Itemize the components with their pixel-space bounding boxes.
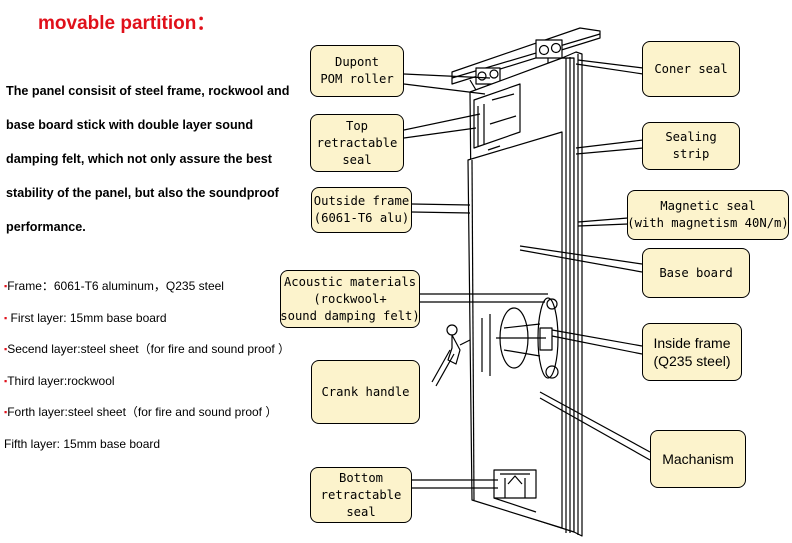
- bullet-icon: ▪: [4, 375, 8, 386]
- layer-text: Forth layer:steel sheet（for fire and sou…: [7, 405, 278, 420]
- layer-list: ▪Frame：6061-T6 aluminum，Q235 steel ▪ Fir…: [4, 271, 334, 461]
- callout-top-seal: Top retractable seal: [310, 114, 404, 172]
- callout-magnetic-seal: Magnetic seal (with magnetism 40N/m): [627, 190, 789, 240]
- callout-line: Base board: [659, 265, 733, 280]
- crank-handle-icon: [446, 324, 471, 365]
- callout-crank-handle: Crank handle: [311, 360, 420, 424]
- callout-line: retractable: [316, 135, 398, 150]
- layer-item: ▪ First layer: 15mm base board: [4, 303, 334, 335]
- page-title: movable partition：: [38, 13, 216, 34]
- layer-text: Fifth layer: 15mm base board: [4, 436, 161, 451]
- callout-inside-frame: Inside frame (Q235 steel): [642, 323, 742, 381]
- callout-line: sound damping felt): [280, 308, 420, 323]
- leader-lines: [403, 59, 651, 489]
- panel-description: The panel consisit of steel frame, rockw…: [6, 74, 306, 244]
- callout-line: Coner seal: [654, 61, 728, 76]
- bottom-seal-assembly: [493, 469, 537, 513]
- description-line: stability of the panel, but also the sou…: [6, 186, 279, 200]
- callout-base-board: Base board: [642, 248, 750, 298]
- bullet-icon: ▪: [4, 344, 8, 355]
- description-line: base board stick with double layer sound: [6, 118, 254, 132]
- callout-mechanism: Machanism: [650, 430, 746, 488]
- bullet-icon: ▪: [4, 312, 8, 323]
- callout-acoustic-materials: Acoustic materials (rockwool+ sound dampin…: [280, 270, 420, 328]
- layer-item: ▪Secend layer:steel sheet（for fire and s…: [4, 334, 334, 366]
- layer-text: Secend layer:steel sheet（for fire and so…: [7, 342, 291, 357]
- layer-text: First layer: 15mm base board: [7, 310, 167, 325]
- callout-corner-seal: Coner seal: [642, 41, 740, 97]
- callout-line: Machanism: [662, 451, 734, 467]
- roller-carriage-left: [475, 67, 501, 96]
- callout-line: strip: [672, 147, 710, 161]
- mechanism-cutaway: [481, 297, 559, 379]
- callout-line: Bottom: [338, 470, 384, 485]
- callout-line: (Q235 steel): [653, 353, 731, 369]
- bullet-icon: ▪: [4, 407, 8, 418]
- callout-line: Sealing: [665, 130, 717, 144]
- callout-line: Top: [345, 118, 368, 133]
- callout-line: Dupont: [334, 55, 380, 69]
- description-line: The panel consisit of steel frame, rockw…: [6, 84, 290, 98]
- layer-item: ▪Third layer:rockwool: [4, 366, 334, 398]
- description-line: damping felt, which not only assure the …: [6, 152, 272, 166]
- layer-text: Third layer:rockwool: [7, 373, 115, 388]
- top-seal-assembly: [473, 83, 521, 151]
- description-line: performance.: [6, 220, 86, 234]
- callout-sealing-strip: Sealing strip: [642, 122, 740, 170]
- callout-line: Outside frame: [313, 194, 410, 208]
- callout-line: Acoustic materials: [283, 274, 417, 289]
- callout-bottom-seal: Bottom retractable seal: [310, 467, 412, 523]
- callout-line: seal: [346, 504, 376, 519]
- callout-line: (6061-T6 alu): [313, 211, 410, 225]
- layer-text: Frame：6061-T6 aluminum，Q235 steel: [7, 279, 224, 293]
- layer-item: Fifth layer: 15mm base board: [4, 429, 334, 461]
- callout-line: Magnetic seal: [660, 199, 756, 213]
- callout-line: seal: [342, 152, 372, 167]
- roller-carriage-right: [535, 39, 563, 66]
- callout-line: Inside frame: [653, 335, 731, 351]
- layer-item: ▪Frame：6061-T6 aluminum，Q235 steel: [4, 271, 334, 303]
- base-board-panel: [467, 131, 563, 529]
- bullet-icon: ▪: [4, 281, 8, 291]
- callout-line: (rockwool+: [313, 291, 387, 306]
- callout-line: (with magnetism 40N/m): [627, 216, 789, 230]
- callout-line: POM roller: [320, 72, 394, 86]
- callout-outside-frame: Outside frame (6061-T6 alu): [311, 187, 412, 233]
- callout-line: Crank handle: [321, 384, 410, 399]
- layer-item: ▪Forth layer:steel sheet（for fire and so…: [4, 397, 334, 429]
- callout-line: retractable: [320, 487, 402, 502]
- panel-edge-frame: [561, 51, 583, 537]
